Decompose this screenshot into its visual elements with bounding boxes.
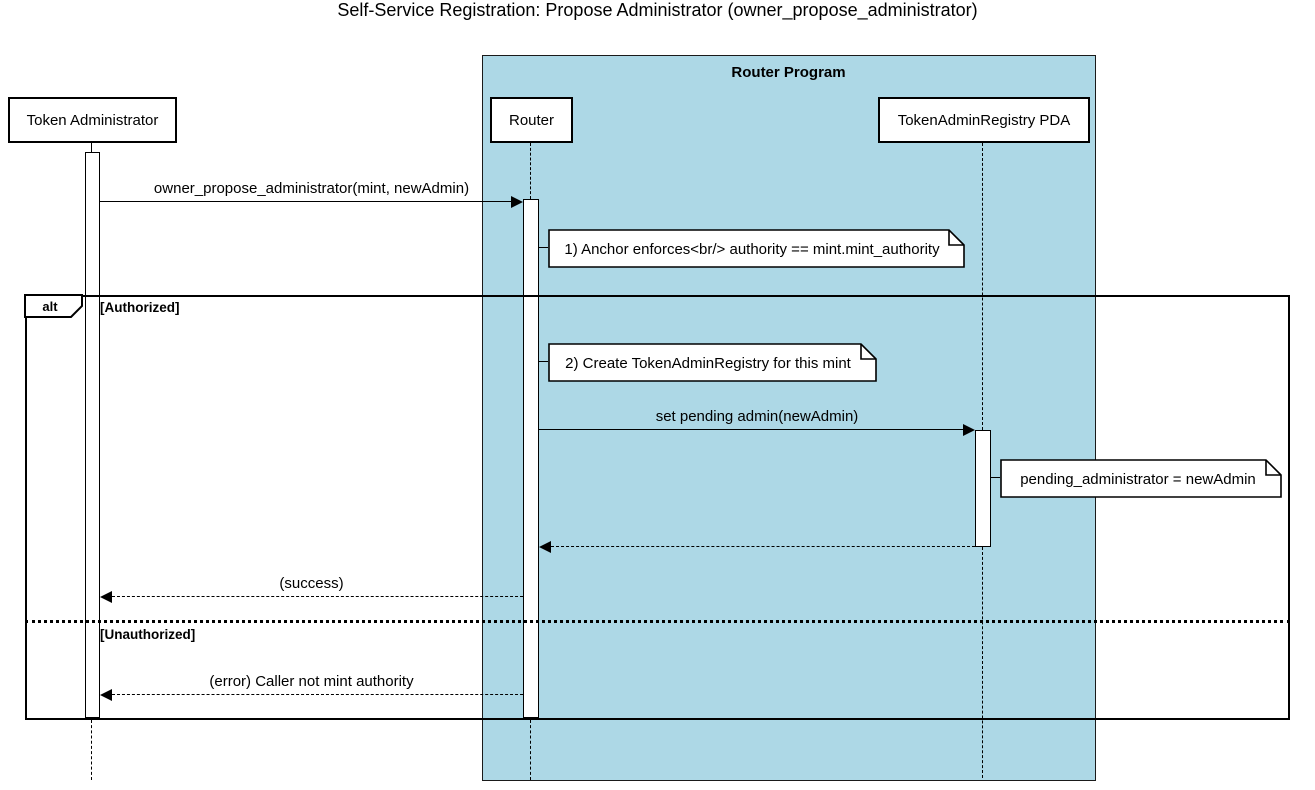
lifeline-registry-bottom [982,547,983,778]
arrowhead-left-icon [100,591,112,603]
note-anchor-enforces: 1) Anchor enforces<br/> authority == min… [548,229,965,268]
note-create-registry-text: 2) Create TokenAdminRegistry for this mi… [565,355,851,372]
lifeline-token-administrator-bottom [91,720,92,780]
message-owner-propose-administrator-label: owner_propose_administrator(mint, newAdm… [153,180,470,197]
message-set-pending-admin-line [539,429,964,430]
note1-connector [539,247,548,248]
guard-authorized: [Authorized] [100,300,180,315]
activation-router [523,199,539,718]
note-create-registry: 2) Create TokenAdminRegistry for this mi… [548,343,877,382]
lifeline-router-bottom [530,720,531,780]
participant-router: Router [490,97,573,143]
guard-unauthorized: [Unauthorized] [100,627,196,642]
participant-token-admin-registry-pda-label: TokenAdminRegistry PDA [897,111,1071,129]
return-success-line [112,596,523,597]
note2-connector [539,361,548,362]
alt-operator-pentagon: alt [24,294,83,318]
router-program-label: Router Program [731,64,846,81]
alt-divider [25,620,1290,623]
activation-registry-pda [975,430,991,547]
participant-token-admin-registry-pda: TokenAdminRegistry PDA [878,97,1090,143]
activation-token-administrator [85,152,100,718]
arrowhead-right-icon [963,424,975,436]
return-error-label: (error) Caller not mint authority [209,673,414,690]
arrowhead-right-icon [511,196,523,208]
return-registry-to-router-line [551,546,975,547]
arrowhead-left-icon [100,689,112,701]
message-owner-propose-administrator-line [100,201,512,202]
participant-token-administrator-label: Token Administrator [26,111,159,129]
participant-token-administrator: Token Administrator [8,97,177,143]
message-set-pending-admin-label: set pending admin(newAdmin) [655,408,859,425]
alt-operator-label: alt [42,299,58,314]
router-program-box [482,55,1096,781]
note-pending-administrator: pending_administrator = newAdmin [1000,459,1282,498]
return-error-line [112,694,523,695]
note-anchor-enforces-text: 1) Anchor enforces<br/> authority == min… [564,241,940,258]
lifeline-token-administrator-top [91,143,92,152]
lifeline-router-top [530,143,531,199]
lifeline-registry-top [982,143,983,430]
note3-connector [991,477,1000,478]
diagram-title: Self-Service Registration: Propose Admin… [337,0,978,20]
return-success-label: (success) [279,575,344,592]
arrowhead-left-icon [539,541,551,553]
note-pending-administrator-text: pending_administrator = newAdmin [1020,471,1256,488]
participant-router-label: Router [508,111,555,129]
